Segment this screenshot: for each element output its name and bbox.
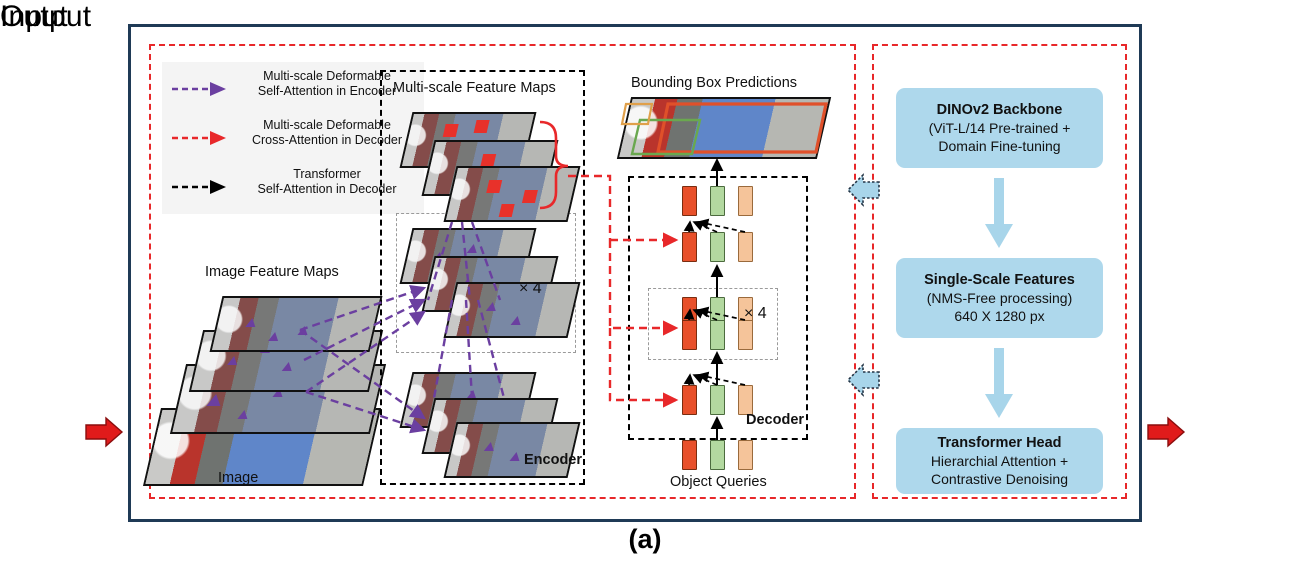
- box-line-2: Hierarchial Attention +: [930, 453, 1069, 469]
- decoder-repeat-label: × 4: [744, 305, 767, 322]
- purple-dashed-arrow-icon: [170, 78, 232, 100]
- legend-item-label: Multi-scale Deformable Cross-Attention i…: [234, 118, 420, 148]
- legend-item-label: Multi-scale Deformable Self-Attention in…: [234, 69, 420, 99]
- flow-arrow-1-icon: [984, 178, 1014, 250]
- detection-pipeline-panel: [149, 44, 856, 499]
- model-components-panel: [872, 44, 1127, 499]
- encoder-label: Encoder: [524, 452, 583, 468]
- multiscale-feature-map-top-3: [443, 166, 581, 222]
- legend-line-2: Cross-Attention in Decoder: [251, 133, 403, 147]
- transformer-head-box: Transformer Head Hierarchial Attention +…: [896, 428, 1103, 494]
- box-title: DINOv2 Backbone: [936, 102, 1063, 118]
- encoder-feature-map-bot-3: [443, 422, 581, 478]
- input-label: Input: [0, 0, 68, 33]
- bounding-box-predictions-label: Bounding Box Predictions: [631, 75, 798, 91]
- legend-line-1: Multi-scale Deformable: [263, 118, 391, 132]
- photo-content: [209, 296, 383, 352]
- box-title: Single-Scale Features: [924, 272, 1075, 288]
- image-feature-maps-label: Image Feature Maps: [205, 264, 339, 280]
- legend-item-decoder-self-attention: Transformer Self-Attention in Decoder: [162, 167, 424, 212]
- photo-content: [443, 422, 581, 478]
- bounding-box-prediction-image: [616, 97, 832, 159]
- encoder-container: [380, 70, 585, 485]
- box-line-3: Domain Fine-tuning: [938, 138, 1061, 154]
- photo-content: [443, 282, 581, 338]
- legend-line-1: Multi-scale Deformable: [263, 69, 391, 83]
- image-feature-map-level-1: [209, 296, 383, 352]
- legend-item-encoder-self-attention: Multi-scale Deformable Self-Attention in…: [162, 69, 424, 114]
- dinov2-backbone-box: DINOv2 Backbone (ViT-L/14 Pre-trained + …: [896, 88, 1103, 168]
- encoder-feature-map-mid-3: [443, 282, 581, 338]
- input-arrow-icon: [84, 416, 124, 448]
- legend-item-decoder-cross-attention: Multi-scale Deformable Cross-Attention i…: [162, 118, 424, 163]
- photo-content: [616, 97, 832, 159]
- single-scale-features-box: Single-Scale Features (NMS-Free processi…: [896, 258, 1103, 338]
- box-line-2: (NMS-Free processing): [926, 290, 1073, 306]
- object-queries-label: Object Queries: [670, 474, 767, 490]
- output-label: Output: [0, 0, 92, 33]
- figure-caption: (a): [628, 524, 662, 554]
- image-label: Image: [218, 470, 259, 486]
- multi-scale-feature-maps-label: Multi-scale Feature Maps: [393, 80, 556, 96]
- black-dashed-arrow-icon: [170, 176, 232, 198]
- panel-connector-icon-bottom: [845, 362, 881, 398]
- output-arrow-icon: [1146, 416, 1186, 448]
- box-line-3: 640 X 1280 px: [954, 308, 1045, 324]
- legend-item-label: Transformer Self-Attention in Decoder: [234, 167, 420, 197]
- box-title: Transformer Head: [937, 435, 1062, 451]
- panel-connector-icon-top: [845, 172, 881, 208]
- box-line-3: Contrastive Denoising: [931, 471, 1068, 487]
- red-dashed-arrow-icon: [170, 127, 232, 149]
- box-line-2: (ViT-L/14 Pre-trained +: [928, 120, 1071, 136]
- decoder-label: Decoder: [746, 412, 805, 428]
- legend-line-1: Transformer: [293, 167, 361, 181]
- flow-arrow-2-icon: [984, 348, 1014, 420]
- encoder-repeat-label: × 4: [519, 280, 542, 297]
- legend-line-2: Self-Attention in Encoder: [257, 84, 397, 98]
- legend-line-2: Self-Attention in Decoder: [257, 182, 397, 196]
